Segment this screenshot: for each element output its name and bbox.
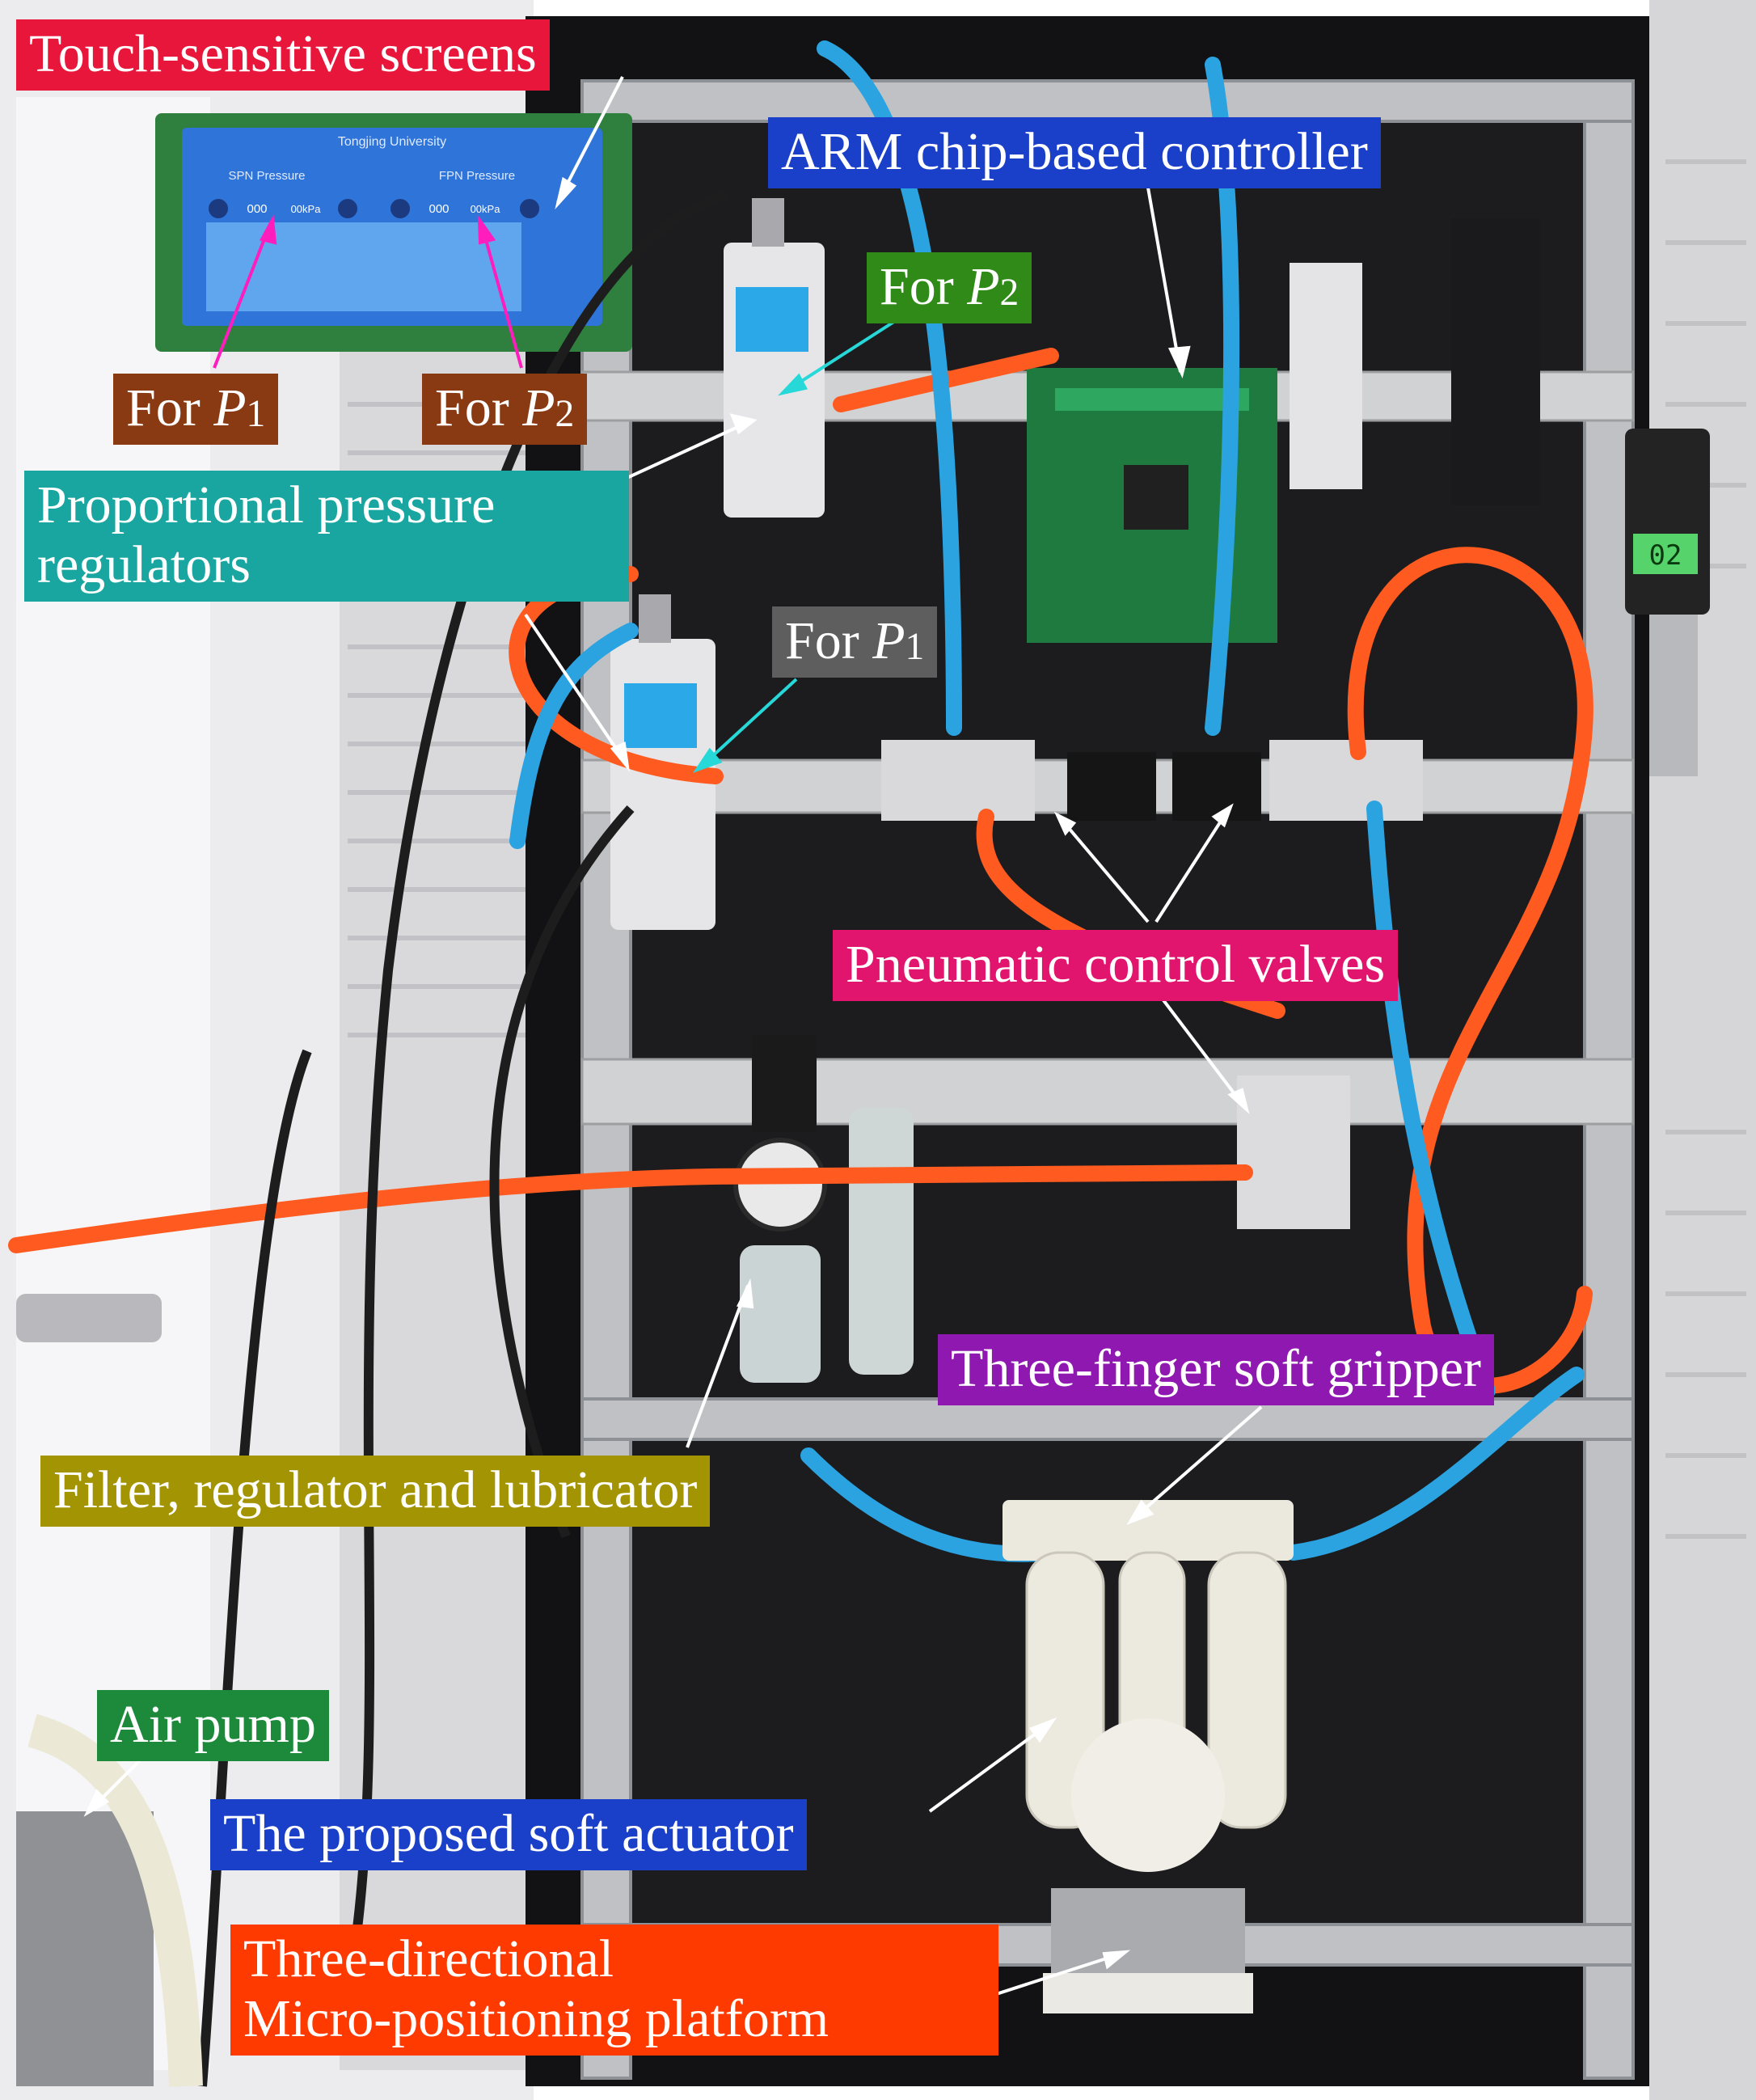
stage-base	[1043, 1973, 1253, 2013]
pressure-sub: 2	[999, 271, 1019, 314]
plus-icon	[520, 199, 539, 218]
plus-icon	[338, 199, 357, 218]
label-control-valves: Pneumatic control valves	[833, 930, 1399, 1001]
right-louvers	[1665, 159, 1746, 1539]
power-supply-2	[1451, 218, 1540, 505]
label-for-p1-gray: For P1	[772, 606, 938, 678]
power-supply-1	[1290, 263, 1362, 489]
pressure-var: P	[522, 378, 555, 437]
gripper-mount-plate	[1003, 1500, 1294, 1561]
pressure-regulator-lower	[610, 594, 715, 930]
white-arrows	[83, 76, 1263, 1999]
for-prefix: For	[435, 378, 523, 437]
platform-line-1: Three-directional	[243, 1929, 614, 1988]
for-prefix: For	[880, 257, 968, 316]
cyan-arrows	[692, 315, 903, 773]
screen-p2-int: 000	[428, 202, 449, 216]
label-for-p1-brown: For P1	[113, 374, 279, 445]
arm-controller-board	[1027, 368, 1277, 643]
minus-icon	[390, 199, 410, 218]
door-handle	[16, 1294, 162, 1342]
right-wall	[1649, 0, 1756, 2100]
magenta-arrows	[213, 214, 523, 369]
screen-p1-dec: 00kPa	[291, 203, 322, 215]
screen-p2-dec: 00kPa	[471, 203, 501, 215]
screen-fpn-label: FPN Pressure	[439, 169, 515, 183]
label-frl: Filter, regulator and lubricator	[40, 1456, 711, 1527]
label-air-pump: Air pump	[97, 1690, 329, 1761]
screen-university-text: Tongjing University	[338, 135, 446, 149]
pressure-sub: 2	[555, 392, 575, 435]
minus-icon	[209, 199, 228, 218]
gauge-readout: 02	[1649, 539, 1682, 572]
pressure-sub: 1	[905, 625, 925, 668]
label-touch-screens: Touch-sensitive screens	[16, 19, 550, 91]
label-pressure-regulators: Proportional pressure regulators	[24, 471, 629, 602]
pressure-regulator-upper	[724, 198, 825, 518]
label-soft-gripper: Three-finger soft gripper	[938, 1334, 1495, 1405]
pressure-var: P	[213, 378, 247, 437]
digital-pressure-gauge: 02	[1625, 429, 1710, 776]
gripped-ball	[1071, 1718, 1225, 1872]
for-prefix: For	[785, 611, 873, 670]
touch-screen-device: Tongjing University SPN Pressure FPN Pre…	[155, 113, 632, 352]
label-arm-controller: ARM chip-based controller	[768, 117, 1381, 188]
pressure-sub: 1	[246, 392, 266, 435]
label-positioning-platform: Three-directional Micro-positioning plat…	[230, 1925, 998, 2056]
screen-keyboard	[206, 222, 521, 311]
pressure-var: P	[967, 257, 1000, 316]
regulators-line-2: regulators	[37, 535, 251, 594]
pneumatic-valve-lower	[1237, 1075, 1350, 1229]
regulators-line-1: Proportional pressure	[37, 475, 496, 535]
pneumatic-valves-upper	[881, 740, 1423, 821]
for-prefix: For	[126, 378, 214, 437]
label-soft-actuator: The proposed soft actuator	[210, 1799, 807, 1870]
platform-line-2: Micro-positioning platform	[243, 1988, 829, 2048]
label-for-p2-brown: For P2	[422, 374, 588, 445]
screen-p1-int: 000	[247, 202, 267, 216]
screen-spn-label: SPN Pressure	[228, 169, 305, 183]
label-for-p2-green: For P2	[867, 252, 1032, 323]
positioning-stage	[1051, 1888, 1245, 1985]
air-pump	[16, 1713, 203, 2087]
pressure-var: P	[872, 611, 905, 670]
